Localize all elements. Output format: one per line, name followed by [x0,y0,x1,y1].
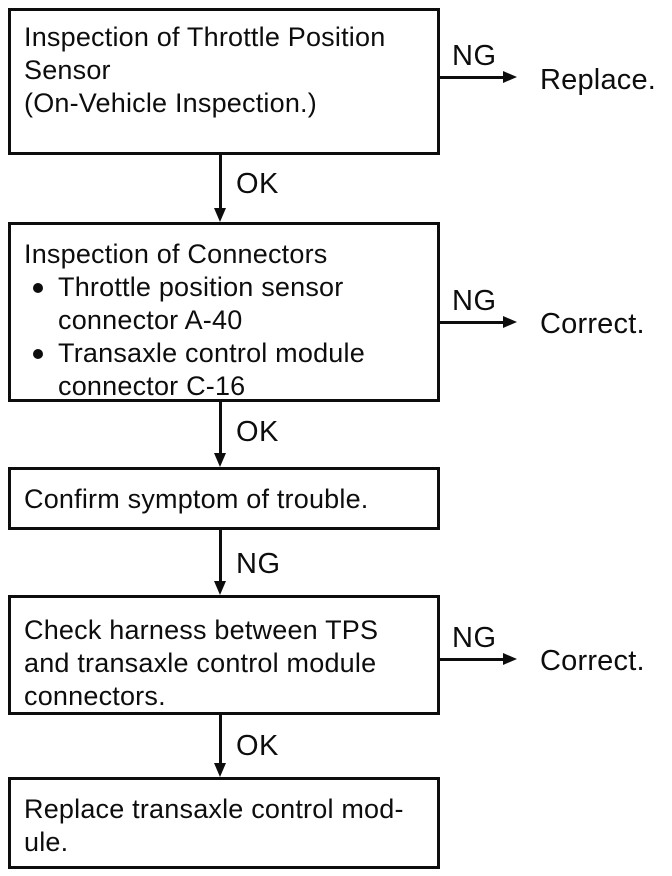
ng-label-down-3: NG [236,548,281,580]
flow-box-confirm-symptom-text: Confirm symptom of trouble. [24,484,369,514]
ng-label-branch-2: NG [452,285,497,317]
bullet-icon [33,283,43,293]
ng-branch-arrowhead-2 [503,316,517,328]
ng-branch-arrow-1 [440,76,504,79]
down-arrowhead-3 [214,581,226,595]
flow-box-tps-inspection-text: Inspection of Throttle Position Sensor (… [24,22,386,118]
bullet-item-tps-connector: Throttle position sensor connector A-40 [24,271,429,337]
ng-branch-arrow-2 [440,321,504,324]
ng-branch-arrowhead-3 [503,653,517,665]
down-arrowhead-1 [214,208,226,222]
ok-label-1: OK [236,168,279,200]
flow-box-tps-inspection: Inspection of Throttle Position Sensor (… [8,8,440,155]
flow-box-replace-tcm: Replace transaxle control mod- ule. [8,777,440,869]
ng-label-branch-3: NG [452,622,497,654]
bullet-item-tps-connector-text: Throttle position sensor connector A-40 [58,272,344,335]
down-arrow-1 [219,155,222,209]
flow-box-check-harness: Check harness between TPS and transaxle … [8,595,440,715]
flow-box-confirm-symptom: Confirm symptom of trouble. [8,467,440,530]
ok-label-2: OK [236,416,279,448]
ng-label-branch-1: NG [452,40,497,72]
result-correct-2: Correct. [540,645,645,677]
ng-branch-arrowhead-1 [503,71,517,83]
result-replace: Replace. [540,64,657,96]
ng-branch-arrow-3 [440,658,504,661]
bullet-icon [33,349,43,359]
flow-box-connector-inspection: Inspection of Connectors Throttle positi… [8,222,440,402]
down-arrow-4 [219,715,222,764]
down-arrowhead-2 [214,453,226,467]
flow-box-check-harness-text: Check harness between TPS and transaxle … [24,615,379,711]
bullet-item-tcm-connector-text: Transaxle control module connector C-16 [58,338,365,401]
down-arrow-3 [219,530,222,582]
down-arrowhead-4 [214,763,226,777]
ok-label-4: OK [236,730,279,762]
bullet-item-tcm-connector: Transaxle control module connector C-16 [24,337,429,403]
result-correct-1: Correct. [540,308,645,340]
flow-box-connector-inspection-title: Inspection of Connectors [24,239,328,269]
down-arrow-2 [219,402,222,454]
flow-box-replace-tcm-text: Replace transaxle control mod- ule. [24,794,404,857]
